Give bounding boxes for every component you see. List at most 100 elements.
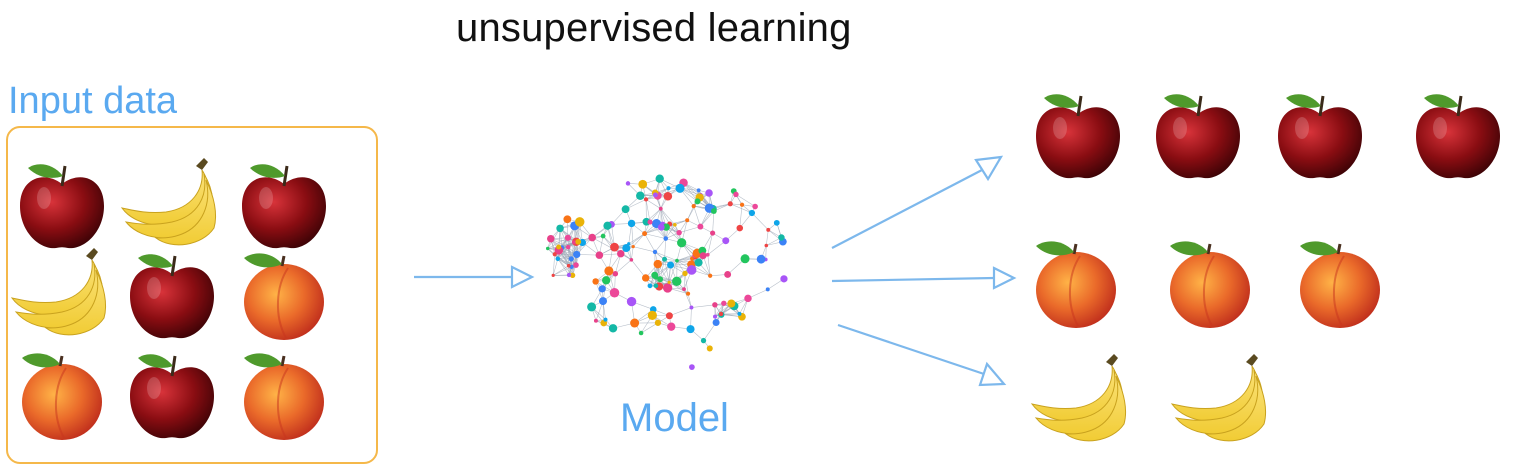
input-fruit-1-1 — [124, 246, 220, 342]
banana-icon — [1030, 354, 1127, 442]
brain-node — [694, 258, 703, 267]
brain-node — [673, 222, 677, 227]
brain-node — [672, 276, 682, 287]
brain-node — [652, 192, 658, 198]
input-fruit-0-1 — [116, 156, 226, 252]
brain-node — [602, 276, 611, 285]
brain-node — [778, 234, 785, 241]
brain-node — [565, 244, 571, 250]
brain-node — [710, 208, 717, 214]
brain-node — [686, 325, 695, 334]
brain-node — [667, 261, 675, 269]
brain-node — [629, 257, 634, 262]
peach-icon — [1036, 241, 1116, 328]
brain-node — [677, 238, 687, 248]
input-fruit-0-2 — [236, 156, 332, 252]
brain-node — [666, 186, 671, 191]
brain-node — [598, 285, 606, 293]
model-label: Model — [620, 396, 729, 440]
brain-node — [744, 294, 752, 303]
arrow-model-to-bananas — [837, 323, 1007, 387]
brain-node — [568, 256, 574, 262]
brain-node — [780, 275, 788, 283]
input-data-box — [6, 126, 378, 464]
brain-node — [625, 181, 631, 186]
brain-node — [603, 317, 608, 322]
brain-node — [737, 311, 742, 316]
brain-node — [696, 188, 701, 193]
brain-node — [655, 174, 664, 183]
brain-node — [727, 299, 736, 308]
apple-icon — [1036, 94, 1120, 179]
brain-node — [652, 249, 658, 255]
brain-node — [663, 236, 669, 241]
brain-node — [555, 256, 561, 262]
brain-node — [662, 283, 673, 293]
banana-icon — [1170, 354, 1267, 442]
brain-node — [752, 203, 758, 210]
brain-node — [705, 189, 713, 197]
brain-node — [686, 291, 691, 296]
brain-node — [706, 345, 713, 352]
brain-node — [700, 337, 707, 344]
brain-node — [685, 218, 690, 223]
peach-icon — [1300, 241, 1380, 328]
arrow-model-to-apples — [831, 155, 1004, 249]
apple-icon — [242, 164, 326, 249]
brain-node — [722, 237, 730, 245]
brain-node — [599, 297, 608, 306]
brain-node — [724, 271, 732, 278]
brain-node — [574, 217, 585, 227]
cluster-0-fruit-2 — [1272, 86, 1368, 182]
brain-node — [595, 251, 604, 259]
brain-node — [676, 229, 682, 236]
apple-icon — [130, 354, 214, 439]
brain-node — [764, 243, 769, 248]
brain-node — [689, 364, 695, 370]
cluster-1-fruit-0 — [1028, 234, 1124, 330]
brain-node — [556, 224, 564, 233]
brain-node — [621, 205, 630, 214]
peach-icon — [22, 353, 102, 440]
brain-node — [654, 319, 662, 326]
cluster-1-fruit-1 — [1162, 234, 1258, 330]
cluster-0-fruit-3 — [1410, 86, 1506, 182]
brain-node — [612, 270, 619, 277]
brain-node — [708, 273, 713, 278]
brain-node — [651, 271, 659, 279]
brain-node — [667, 322, 676, 331]
brain-node — [571, 240, 576, 245]
brain-node — [712, 318, 720, 327]
brain-node — [689, 305, 694, 310]
brain-node — [691, 203, 696, 209]
brain-node — [630, 318, 640, 328]
brain-node — [765, 287, 770, 292]
brain-node — [575, 238, 582, 245]
cluster-1-fruit-2 — [1292, 234, 1388, 330]
brain-node — [739, 202, 745, 207]
brain-node — [662, 223, 670, 231]
input-fruit-2-0 — [14, 346, 110, 442]
brain-node — [686, 265, 697, 275]
brain-node — [642, 274, 650, 282]
brain-node — [667, 280, 671, 284]
brain-node — [552, 252, 557, 257]
neural-network-brain-icon — [545, 174, 788, 370]
banana-icon — [120, 158, 217, 246]
brain-links — [547, 178, 785, 349]
brain-node — [573, 262, 579, 268]
brain-node — [563, 215, 572, 224]
brain-node — [636, 191, 645, 200]
peach-icon — [1170, 241, 1250, 328]
brain-node — [647, 219, 653, 225]
brain-node — [566, 272, 572, 278]
brain-node — [697, 223, 704, 230]
brain-node — [617, 250, 625, 258]
apple-icon — [1156, 94, 1240, 179]
brain-node — [638, 330, 644, 336]
brain-node — [713, 314, 718, 319]
brain-node — [642, 231, 648, 237]
brain-node — [603, 221, 612, 230]
brain-node — [626, 296, 637, 307]
brain-node — [592, 278, 599, 285]
